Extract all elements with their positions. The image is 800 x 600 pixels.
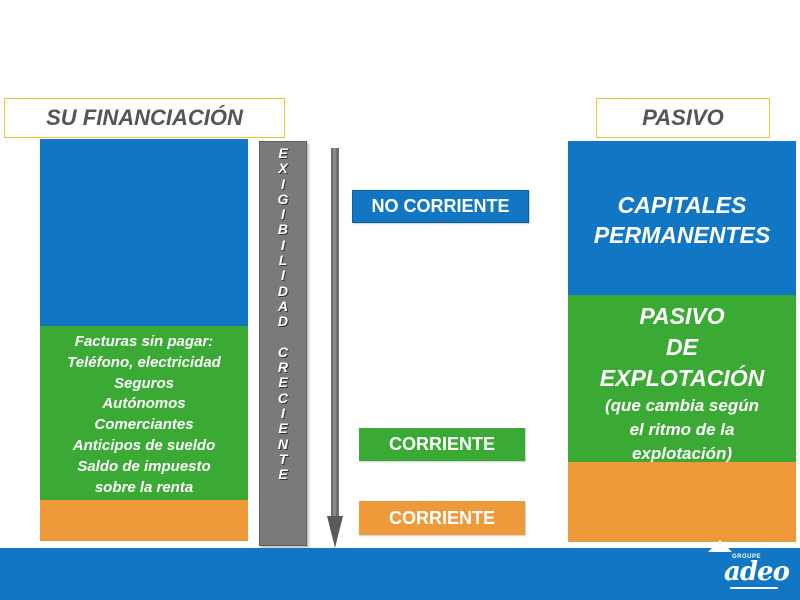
right-title: PASIVO xyxy=(596,98,770,138)
capitales-line: CAPITALES xyxy=(617,192,747,218)
left-orange-block xyxy=(40,500,248,541)
down-arrow-icon xyxy=(327,148,343,548)
adeo-logo-underline xyxy=(730,587,778,589)
corriente-green-label: CORRIENTE xyxy=(359,428,525,461)
capitales-text: CAPITALES PERMANENTES xyxy=(594,190,770,250)
adeo-logo-small: GROUPE xyxy=(732,554,762,560)
left-green-block: Facturas sin pagar: Teléfono, electricid… xyxy=(40,326,248,500)
list-item: Autónomos xyxy=(102,395,186,413)
capitales-block: CAPITALES PERMANENTES xyxy=(568,141,796,295)
corriente-orange-label: CORRIENTE xyxy=(359,501,525,535)
no-corriente-text: NO CORRIENTE xyxy=(371,196,510,216)
list-item: sobre la renta xyxy=(94,478,194,496)
corriente-green-text: CORRIENTE xyxy=(388,434,495,454)
pasivo-explotacion-text: PASIVO DE EXPLOTACIÓN (que cambia según … xyxy=(568,301,796,462)
no-corriente-label: NO CORRIENTE xyxy=(352,190,529,223)
list-item: Seguros xyxy=(113,374,174,392)
left-items-list: Facturas sin pagar: Teléfono, electricid… xyxy=(40,332,248,498)
right-orange-block xyxy=(568,462,796,542)
footer-notch-icon xyxy=(708,540,732,552)
left-title-text: SU FINANCIACIÓN xyxy=(46,105,243,130)
list-item: Anticipos de sueldo xyxy=(72,436,216,454)
capitales-line: PERMANENTES xyxy=(593,222,771,248)
exigibilidad-bar: E X I G I B I L I D A D C R E C I E N T … xyxy=(259,141,307,546)
right-title-text: PASIVO xyxy=(642,105,724,130)
left-title: SU FINANCIACIÓN xyxy=(4,98,285,138)
corriente-orange-text: CORRIENTE xyxy=(388,507,495,528)
list-item: Facturas sin pagar: xyxy=(74,333,214,350)
pasivo-sub-line: el ritmo de la xyxy=(629,420,735,439)
pasivo-explotacion-block: PASIVO DE EXPLOTACIÓN (que cambia según … xyxy=(568,295,796,462)
exigibilidad-label: E X I G I B I L I D A D C R E C I E N T … xyxy=(277,145,289,483)
pasivo-sub-line: (que cambia según xyxy=(605,396,759,415)
pasivo-line: EXPLOTACIÓN xyxy=(599,365,765,391)
list-item: Saldo de impuesto xyxy=(77,457,211,475)
list-item: Comerciantes xyxy=(94,416,194,434)
pasivo-line: PASIVO xyxy=(639,303,725,329)
list-item: Teléfono, electricidad xyxy=(67,353,221,371)
footer-band xyxy=(0,548,800,600)
pasivo-line: DE xyxy=(666,334,698,360)
adeo-logo-main: adeo xyxy=(724,557,790,587)
adeo-logo: GROUPE adeo xyxy=(720,553,790,593)
pasivo-sub-line: explotación) xyxy=(631,444,733,462)
left-blue-block xyxy=(40,139,248,326)
